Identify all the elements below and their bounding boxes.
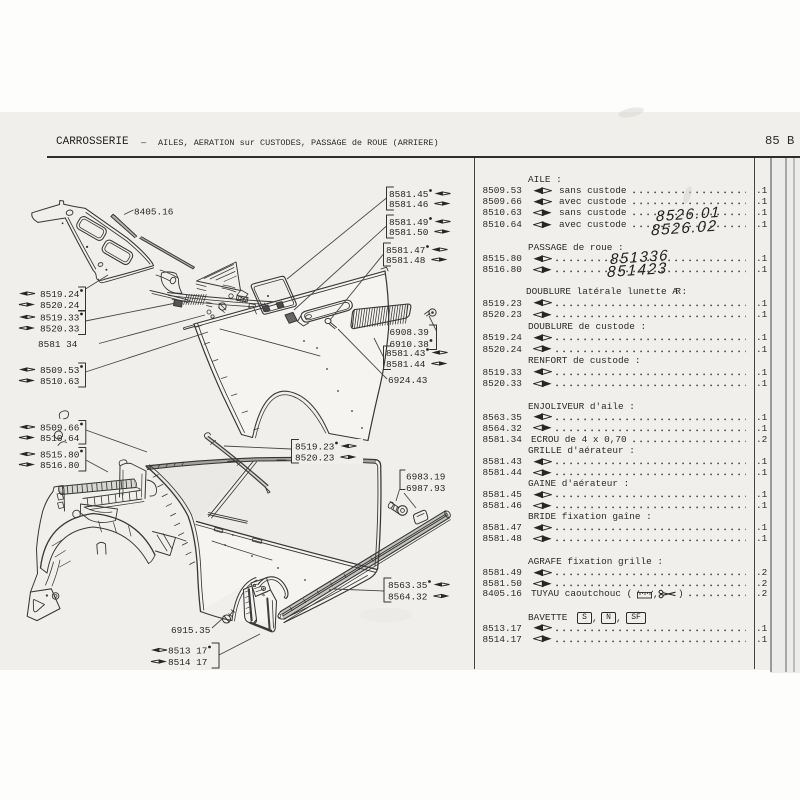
svg-text:8520.23: 8520.23	[295, 452, 335, 463]
svg-text:8581.45: 8581.45	[389, 189, 429, 200]
svg-text:8516.80: 8516.80	[40, 460, 80, 471]
svg-text:8519.23: 8519.23	[295, 441, 335, 452]
svg-text:8510.63: 8510.63	[40, 376, 80, 387]
svg-text:6983.19: 6983.19	[406, 471, 445, 482]
svg-text:6910.38: 6910.38	[390, 339, 430, 350]
svg-text:8514 17: 8514 17	[168, 657, 207, 668]
svg-text:8581.50: 8581.50	[389, 227, 429, 238]
svg-text:8581.48: 8581.48	[386, 255, 426, 266]
svg-text:8581.49: 8581.49	[389, 217, 428, 228]
svg-text:8581.43: 8581.43	[386, 348, 426, 359]
svg-text:8520.33: 8520.33	[40, 323, 80, 334]
svg-text:6924.43: 6924.43	[388, 375, 428, 386]
svg-text:8519.24: 8519.24	[40, 289, 80, 300]
svg-text:8405.16: 8405.16	[134, 206, 174, 217]
svg-text:8581 34: 8581 34	[38, 339, 78, 350]
svg-text:8581.47: 8581.47	[386, 245, 425, 256]
svg-text:6908.39: 6908.39	[390, 327, 429, 338]
svg-text:6987.93: 6987.93	[406, 483, 446, 494]
svg-text:8519.33: 8519.33	[40, 312, 80, 323]
svg-text:8581.44: 8581.44	[386, 359, 426, 370]
svg-text:8581.46: 8581.46	[389, 199, 429, 210]
svg-text:8509.53: 8509.53	[40, 365, 80, 376]
svg-text:8509.66: 8509.66	[40, 422, 80, 433]
svg-text:8515.80: 8515.80	[40, 449, 80, 460]
svg-text:8510.64: 8510.64	[40, 433, 80, 444]
svg-text:8513 17: 8513 17	[168, 645, 207, 656]
svg-text:8520.24: 8520.24	[40, 300, 80, 311]
svg-text:8564.32: 8564.32	[388, 591, 427, 602]
svg-text:6915.35: 6915.35	[171, 625, 211, 636]
svg-text:8563.35: 8563.35	[388, 580, 428, 591]
